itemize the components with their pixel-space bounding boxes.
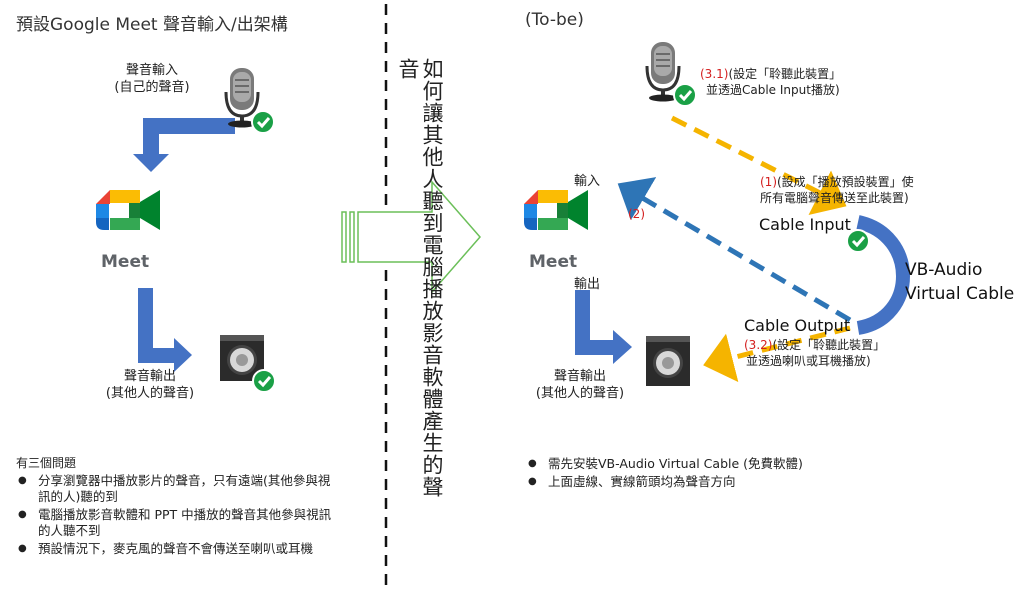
hollow-arrow — [341, 180, 481, 294]
cable-output-label: Cable Output — [744, 316, 851, 335]
check-icon-cable-input — [846, 229, 870, 253]
meet-text-right: Meet — [529, 252, 578, 272]
check-icon-mic-left — [251, 110, 275, 134]
mic-label-left: 聲音輸入 (自己的聲音) — [92, 62, 212, 96]
problem-item: 電腦播放影音軟體和 PPT 中播放的聲音其他參與視訊的人聽不到 — [16, 507, 336, 539]
middle-question: 如何讓其他人聽到電腦播放影音軟體產生的聲音 — [396, 58, 444, 498]
vb-audio-line1: VB-Audio — [905, 260, 983, 280]
left-title: 預設Google Meet 聲音輸入/出架構 — [16, 15, 288, 35]
meet-logo-left — [96, 190, 160, 230]
mic-to-cable-input-dashed-arrow — [670, 115, 847, 216]
step-2-number: (2) — [628, 207, 645, 221]
meet-output-label: 輸出 — [574, 277, 601, 292]
speaker-label-left-line1: 聲音輸出 — [123, 369, 176, 384]
vb-audio-line2: Virtual Cable — [905, 284, 1015, 304]
mic-to-meet-arrow — [133, 118, 235, 172]
speaker-label-right: 聲音輸出 (其他人的聲音) — [520, 368, 640, 402]
problems-box: 有三個問題 分享瀏覽器中播放影片的聲音，只有遠端(其他參與視訊的人)聽的到 電腦… — [16, 455, 336, 559]
notes-box: 需先安裝VB-Audio Virtual Cable (免費軟體) 上面虛線、實… — [526, 456, 946, 492]
problems-title: 有三個問題 — [16, 456, 77, 470]
check-icon-mic-right — [673, 83, 697, 107]
step-3-2-text-line2: 並透過喇叭或耳機播放) — [746, 354, 871, 368]
mic-label-left-line1: 聲音輸入 — [125, 63, 178, 78]
step-1-text-line2: 所有電腦聲音傳送至此裝置) — [760, 191, 909, 205]
problem-item: 預設情況下，麥克風的聲音不會傳送至喇叭或耳機 — [16, 541, 336, 557]
mic-label-left-line2: (自己的聲音) — [114, 80, 190, 95]
notes-list: 需先安裝VB-Audio Virtual Cable (免費軟體) 上面虛線、實… — [526, 456, 946, 490]
step-3-1-text-line1: (設定「聆聽此裝置」 — [728, 67, 842, 81]
step-3-1-label: (3.1)(設定「聆聽此裝置」 並透過Cable Input播放) — [700, 66, 900, 98]
speaker-icon-left — [220, 335, 264, 381]
problems-list: 分享瀏覽器中播放影片的聲音，只有遠端(其他參與視訊的人)聽的到 電腦播放影音軟體… — [16, 473, 336, 557]
step-3-1-number: (3.1) — [700, 67, 729, 81]
speaker-label-right-line2: (其他人的聲音) — [535, 386, 625, 401]
step-3-2-number: (3.2) — [744, 338, 773, 352]
microphone-icon-right — [645, 42, 681, 102]
note-item: 需先安裝VB-Audio Virtual Cable (免費軟體) — [526, 456, 946, 472]
right-title: (To-be) — [525, 10, 584, 30]
meet-to-speaker-arrow — [138, 288, 192, 372]
vb-audio-label: VB-Audio Virtual Cable — [905, 258, 1014, 306]
step-1-label: (1)(設成「播放預設裝置」使 所有電腦聲音傳送至此裝置) — [760, 174, 980, 206]
step-1-text-line1: (設成「播放預設裝置」使 — [777, 175, 914, 189]
problem-item: 分享瀏覽器中播放影片的聲音，只有遠端(其他參與視訊的人)聽的到 — [16, 473, 336, 505]
meet-logo-right — [524, 190, 588, 230]
check-icon-speaker-left — [252, 369, 276, 393]
cable-output-to-meet-input-dashed-arrow — [617, 177, 852, 323]
virtual-cable-curve — [856, 215, 910, 335]
step-3-2-text-line1: (設定「聆聽此裝置」 — [772, 338, 886, 352]
note-item: 上面虛線、實線箭頭均為聲音方向 — [526, 474, 946, 490]
meet-text-left: Meet — [101, 252, 150, 272]
cable-input-label: Cable Input — [759, 215, 851, 234]
speaker-label-right-line1: 聲音輸出 — [553, 369, 606, 384]
speaker-label-left: 聲音輸出 (其他人的聲音) — [90, 368, 210, 402]
step-3-1-text-line2: 並透過Cable Input播放) — [706, 83, 840, 97]
microphone-icon-left — [224, 68, 260, 128]
step-3-2-label: (3.2)(設定「聆聽此裝置」 並透過喇叭或耳機播放) — [744, 337, 964, 369]
speaker-label-left-line2: (其他人的聲音) — [105, 386, 195, 401]
step-1-number: (1) — [760, 175, 777, 189]
meet-input-label: 輸入 — [574, 174, 601, 189]
meet-output-to-speaker-arrow — [575, 290, 632, 364]
speaker-icon-right — [646, 336, 690, 386]
